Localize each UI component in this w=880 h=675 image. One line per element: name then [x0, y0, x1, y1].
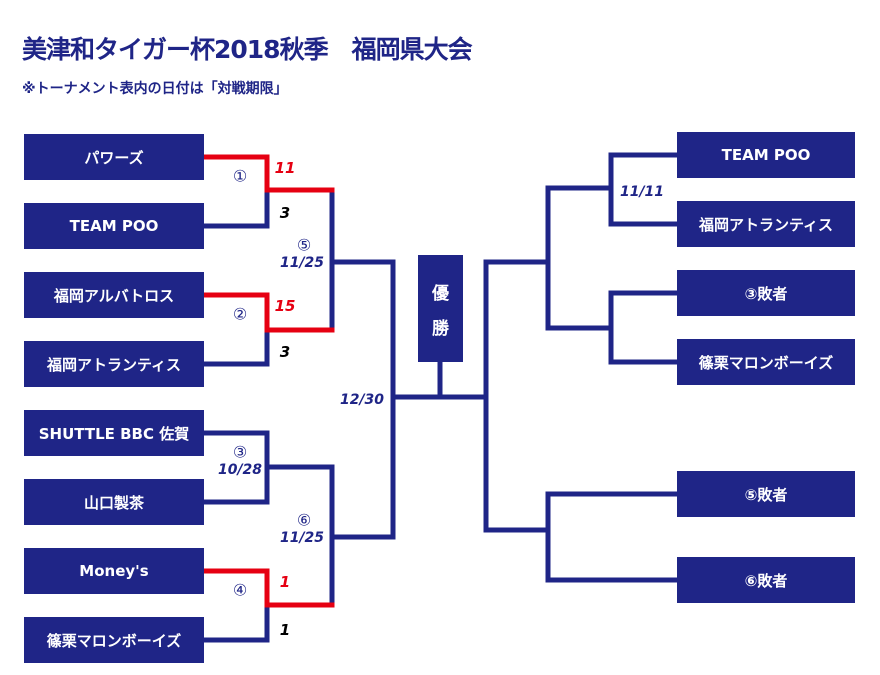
match-4-score-top: 1 — [279, 573, 291, 591]
team-left-4: 福岡アトランティス — [24, 341, 204, 387]
right-match-date: 11/11 — [619, 184, 665, 200]
team-right-5: ⑤敗者 — [677, 471, 855, 517]
team-right-3: ③敗者 — [677, 270, 855, 316]
team-right-6: ⑥敗者 — [677, 557, 855, 603]
champion-box: 優 勝 — [418, 255, 463, 362]
date-note: ※トーナメント表内の日付は「対戦期限」 — [22, 81, 288, 97]
team-left-8: 篠栗マロンボーイズ — [24, 617, 204, 663]
match-6-label: ⑥ — [296, 510, 312, 530]
match-3-date: 10/28 — [217, 462, 263, 478]
match-3-label: ③ — [232, 442, 248, 462]
team-left-2: TEAM POO — [24, 203, 204, 249]
team-right-1: TEAM POO — [677, 132, 855, 178]
team-left-5: SHUTTLE BBC 佐賀 — [24, 410, 204, 456]
match-5-date: 11/25 — [279, 255, 325, 271]
match-2-label: ② — [232, 304, 248, 324]
match-1-score-top: 11 — [274, 159, 296, 177]
team-left-1: パワーズ — [24, 134, 204, 180]
team-left-7: Money's — [24, 548, 204, 594]
team-right-4: 篠栗マロンボーイズ — [677, 339, 855, 385]
match-5-label: ⑤ — [296, 235, 312, 255]
champion-char-1: 優 — [432, 283, 449, 304]
match-2-score-bottom: 3 — [279, 343, 291, 361]
final-date: 12/30 — [339, 392, 385, 408]
team-left-6: 山口製茶 — [24, 479, 204, 525]
team-left-3: 福岡アルバトロス — [24, 272, 204, 318]
match-4-label: ④ — [232, 580, 248, 600]
page-title: 美津和タイガー杯2018秋季 福岡県大会 — [22, 35, 473, 64]
match-6-date: 11/25 — [279, 530, 325, 546]
champion-char-2: 勝 — [432, 318, 449, 339]
match-4-score-bottom: 1 — [279, 621, 291, 639]
team-right-2: 福岡アトランティス — [677, 201, 855, 247]
match-1-score-bottom: 3 — [279, 204, 291, 222]
match-2-score-top: 15 — [274, 297, 296, 315]
match-1-label: ① — [232, 166, 248, 186]
